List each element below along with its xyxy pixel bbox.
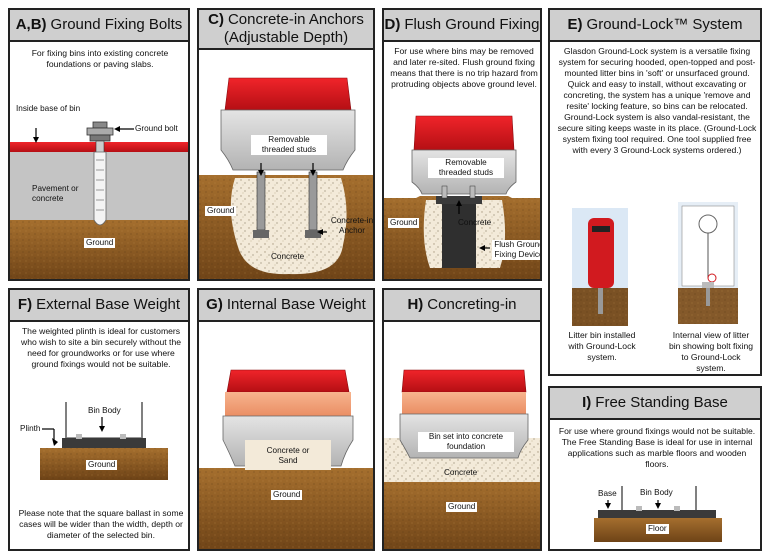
panel-free-standing-base: I)Free Standing Base For use where groun… xyxy=(548,386,762,551)
concrete-label: Concrete xyxy=(458,218,492,227)
bin-set-label: Bin set into concrete foundation xyxy=(418,432,514,452)
ground-label: Ground xyxy=(84,238,116,248)
panel-title: Concrete-in Anchors xyxy=(227,11,364,28)
studs-label: Removable threaded studs xyxy=(251,135,327,155)
panel-title: Ground Fixing Bolts xyxy=(50,16,183,33)
anchor-label: Concrete-in Anchor xyxy=(330,216,374,235)
ballast-note: Please note that the square ballast in s… xyxy=(18,508,184,540)
panel-title: Free Standing Base xyxy=(595,394,728,411)
studs-label: Removable threaded studs xyxy=(428,158,504,178)
panel-ground-fixing-bolts: A,B)Ground Fixing Bolts For fixing bins … xyxy=(8,8,190,281)
ground-label: Ground xyxy=(446,502,478,512)
concrete-label: Concrete xyxy=(271,252,305,261)
ground-bolt-label: Ground bolt xyxy=(135,124,178,133)
floor-label: Floor xyxy=(646,524,669,534)
panel-header: I)Free Standing Base xyxy=(550,388,760,420)
plinth-label: Plinth xyxy=(20,424,41,433)
panel-title: Internal Base Weight xyxy=(226,296,366,313)
panel-letter: G) xyxy=(206,296,223,313)
panel-concrete-in-anchors: C)Concrete-in Anchors (Adjustable Depth)… xyxy=(197,8,375,281)
panel-letter: I) xyxy=(582,394,592,411)
panel-letter: H) xyxy=(407,296,424,313)
panel-letter: E) xyxy=(567,16,583,33)
ground-label: Ground xyxy=(271,490,303,500)
device-label: Flush Ground Fixing Device xyxy=(492,240,540,260)
panel-concreting-in: H)Concreting-in Bin set into concrete fo… xyxy=(382,288,542,551)
panel-header: G)Internal Base Weight xyxy=(199,290,373,322)
panel-letter: D) xyxy=(384,16,401,33)
panel-header: H)Concreting-in xyxy=(384,290,540,322)
panel-header: A,B)Ground Fixing Bolts xyxy=(10,10,188,42)
bin-body-label: Bin Body xyxy=(640,488,673,497)
panel-ground-lock-system: E)Ground-Lock™ System Glasdon Ground-Loc… xyxy=(548,8,762,376)
panel-header: C)Concrete-in Anchors (Adjustable Depth) xyxy=(199,10,373,50)
inside-base-label: Inside base of bin xyxy=(16,104,81,113)
internal-weight-diagram xyxy=(199,369,373,549)
panel-description: For use where bins may be removed and la… xyxy=(390,46,538,89)
ground-label: Ground xyxy=(205,206,237,216)
panel-external-base-weight: F)External Base Weight The weighted plin… xyxy=(8,288,190,551)
caption-internal-view: Internal view of litter bin showing bolt… xyxy=(668,330,754,373)
panel-internal-base-weight: G)Internal Base Weight Concrete or Sand … xyxy=(197,288,375,551)
concrete-sand-label: Concrete or Sand xyxy=(266,446,310,465)
panel-header: F)External Base Weight xyxy=(10,290,188,322)
concreting-in-diagram xyxy=(384,369,540,549)
panel-letter: C) xyxy=(208,11,224,28)
panel-description: Glasdon Ground-Lock system is a versatil… xyxy=(557,46,757,155)
caption-installed: Litter bin installed with Ground-Lock sy… xyxy=(568,330,636,362)
pavement-label: Pavement or concrete xyxy=(32,184,79,203)
concrete-label: Concrete xyxy=(444,468,478,477)
panel-letter: F) xyxy=(17,296,33,313)
ground-lock-illustrations xyxy=(572,202,738,326)
bin-body-label: Bin Body xyxy=(88,406,121,415)
panel-flush-ground-fixing: D)Flush Ground Fixing For use where bins… xyxy=(382,8,542,281)
panel-description: The weighted plinth is ideal for custome… xyxy=(20,326,182,369)
base-label: Base xyxy=(598,489,617,498)
ground-label: Ground xyxy=(86,460,118,470)
ground-bolt-diagram xyxy=(10,121,188,279)
ground-label: Ground xyxy=(388,218,420,228)
panel-title: External Base Weight xyxy=(36,296,181,313)
panel-subtitle: (Adjustable Depth) xyxy=(223,29,349,46)
panel-title: Ground-Lock™ System xyxy=(586,16,743,33)
panel-description: For use where ground fixings would not b… xyxy=(558,426,756,469)
panel-header: E)Ground-Lock™ System xyxy=(550,10,760,42)
panel-title: Concreting-in xyxy=(427,296,517,313)
panel-title: Flush Ground Fixing xyxy=(404,16,540,33)
panel-header: D)Flush Ground Fixing xyxy=(384,10,540,42)
panel-description: For fixing bins into existing concrete f… xyxy=(31,48,169,69)
panel-letter: A,B) xyxy=(15,16,47,33)
concrete-anchor-diagram xyxy=(199,77,373,279)
